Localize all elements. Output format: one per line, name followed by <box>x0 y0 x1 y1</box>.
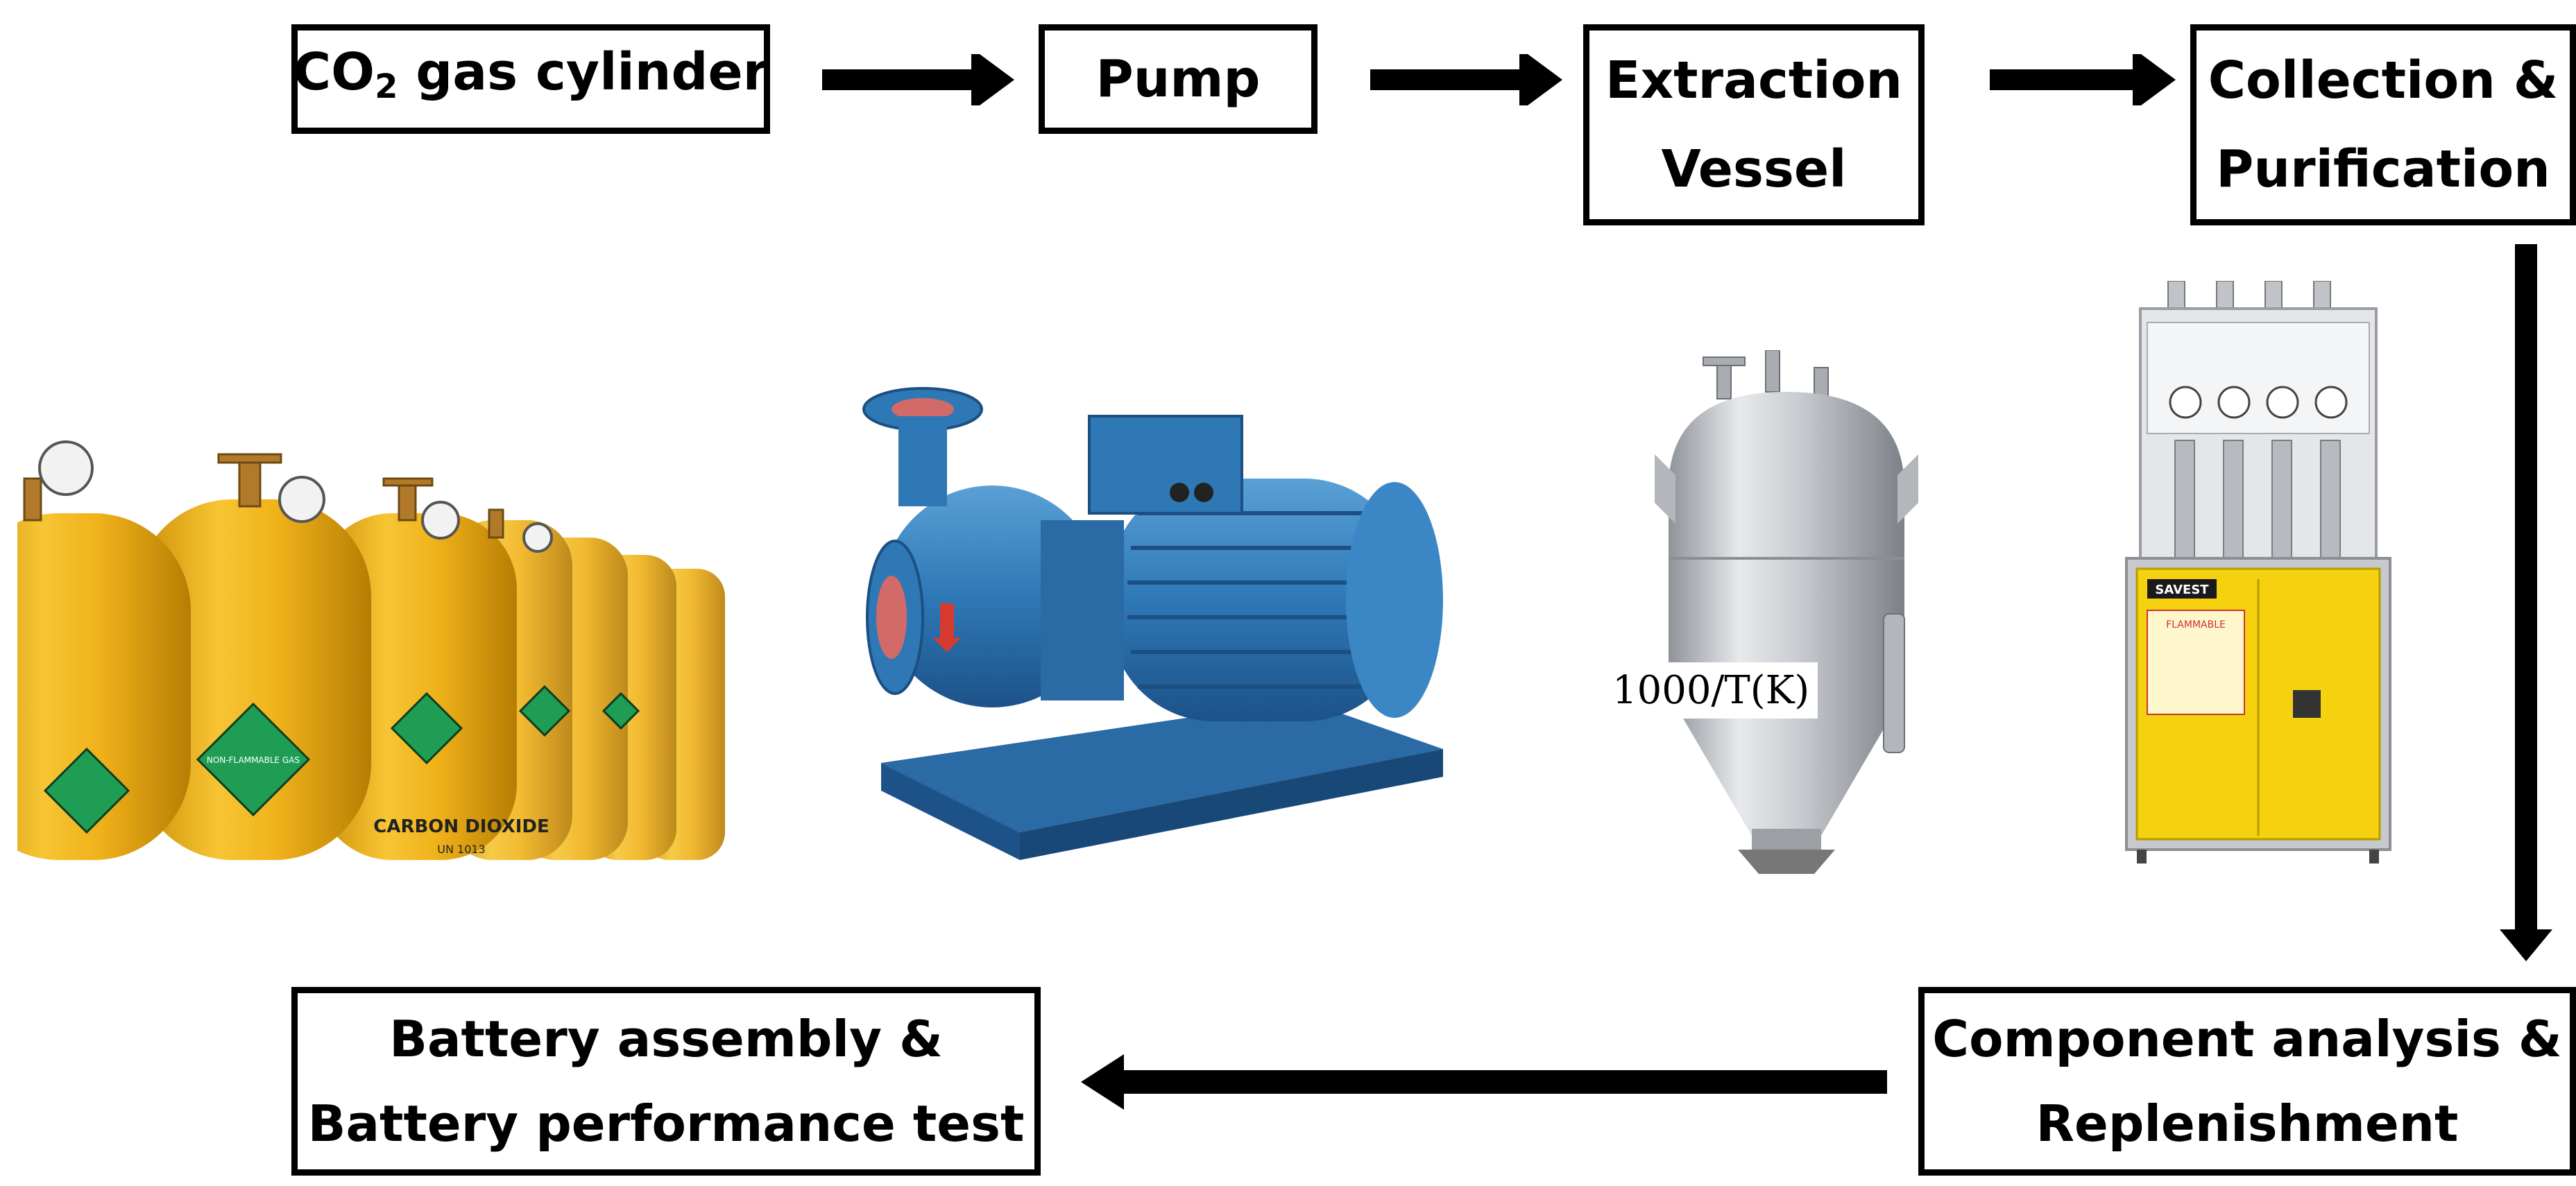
co2-cylinders-illustration: NON-FLAMMABLE GAS CARBON DIOXIDE UN 1013 <box>17 440 725 860</box>
step-co2-box: CO2 gas cylinder <box>291 24 770 134</box>
step-extraction-box: Extraction Vessel <box>1583 24 1925 225</box>
pump-illustration <box>862 387 1443 860</box>
step-collection-line1: Collection & <box>2208 51 2559 110</box>
co2-text-rest: gas cylinder <box>398 42 769 102</box>
cabinet-warn-text: FLAMMABLE <box>2166 619 2226 630</box>
arrow-down-icon <box>2500 244 2552 961</box>
step-co2-label: CO2 gas cylinder <box>293 24 768 135</box>
arrow-right-icon <box>1370 54 1562 105</box>
cylinder-un-text: UN 1013 <box>437 843 485 856</box>
co2-subscript: 2 <box>375 67 398 106</box>
co2-text-main: CO <box>293 42 375 102</box>
cylinder-carbon-text: CARBON DIOXIDE <box>373 816 549 837</box>
step-component-line1: Component analysis & <box>1932 1010 2562 1068</box>
step-extraction-line2: Vessel <box>1661 139 1847 199</box>
step-component-box: Component analysis & Replenishment <box>1918 987 2576 1176</box>
arrow-left-icon <box>1081 1054 1887 1110</box>
extraction-vessel-illustration <box>1655 350 1918 874</box>
arrow-right-icon <box>1990 54 2176 105</box>
step-collection-line2: Purification <box>2216 139 2550 199</box>
step-battery-box: Battery assembly & Battery performance t… <box>291 987 1041 1176</box>
step-extraction-line1: Extraction <box>1605 51 1903 110</box>
arrow-right-icon <box>822 54 1014 105</box>
cylinder-diamond-text: NON-FLAMMABLE GAS <box>207 755 300 765</box>
step-collection-box: Collection & Purification <box>2190 24 2576 225</box>
purification-unit-illustration: SAVEST FLAMMABLE <box>2125 281 2391 863</box>
step-battery-line2: Battery performance test <box>307 1094 1025 1153</box>
step-component-line2: Replenishment <box>2036 1094 2459 1153</box>
step-pump-box: Pump <box>1039 24 1317 134</box>
step-battery-line1: Battery assembly & <box>389 1010 943 1068</box>
overlay-axis-label: 1000/T(K) <box>1604 662 1818 719</box>
step-pump-label: Pump <box>1095 49 1261 109</box>
cabinet-brand-text: SAVEST <box>2155 583 2209 597</box>
